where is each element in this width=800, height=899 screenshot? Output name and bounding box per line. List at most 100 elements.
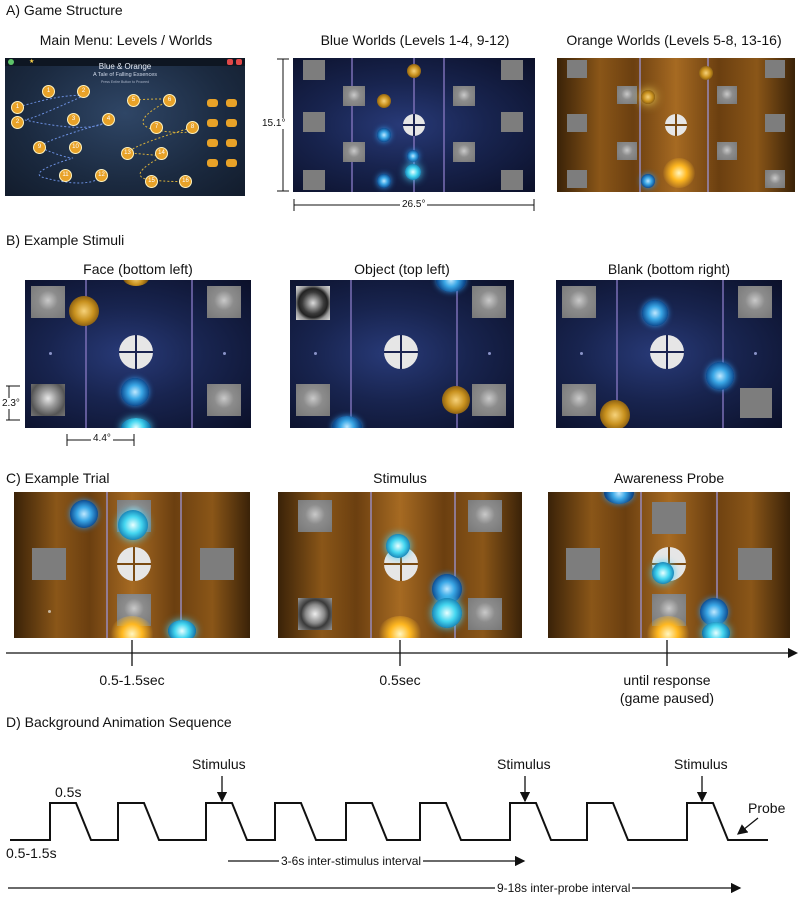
blue-orb (604, 492, 634, 504)
lane-line (191, 280, 193, 428)
placeholder-square (303, 170, 325, 190)
blue-orb (121, 378, 149, 406)
blue-orb (377, 128, 391, 142)
cyan-orb (118, 510, 148, 540)
cyan-orb (386, 534, 410, 558)
level-pin-11[interactable]: 11 (59, 169, 72, 182)
menu-side-pin-1[interactable]: 1 (11, 101, 24, 114)
caption-object: Object (top left) (354, 261, 450, 277)
level-pin-7[interactable]: 7 (150, 121, 163, 134)
section-b-title: B) Example Stimuli (6, 232, 125, 248)
fixation-cross (403, 114, 425, 136)
menu-close-icon[interactable] (227, 59, 233, 65)
menu-title: Blue & Orange (98, 62, 152, 71)
placeholder-square (738, 548, 772, 580)
level-pin-8[interactable]: 8 (186, 121, 199, 134)
placeholder-square (32, 548, 66, 580)
level-pin-1[interactable]: 1 (42, 85, 55, 98)
hit-burst (646, 616, 690, 638)
level-pin-4[interactable]: 4 (102, 113, 115, 126)
noise-image (207, 384, 241, 416)
noise-image (453, 86, 475, 106)
noise-image (343, 142, 365, 162)
lane-line (640, 492, 642, 638)
caption-main-menu: Main Menu: Levels / Worlds (39, 32, 213, 48)
caption-awareness-probe: Awareness Probe (613, 470, 725, 486)
blue-orb (407, 150, 419, 162)
yellow-orb (442, 386, 470, 414)
world-button-r6[interactable] (226, 139, 237, 147)
yellow-orb (69, 296, 99, 326)
placeholder-square (567, 170, 587, 188)
blue-orb (642, 300, 668, 326)
world-button-r7[interactable] (207, 159, 218, 167)
menu-side-pin-2[interactable]: 2 (11, 116, 24, 129)
level-pin-16[interactable]: 16 (179, 175, 192, 188)
blue-orb (332, 416, 362, 428)
noise-image (472, 384, 506, 416)
world-button-r2[interactable] (226, 99, 237, 107)
noise-image (717, 142, 737, 160)
noise-image (453, 142, 475, 162)
world-button-r5[interactable] (207, 139, 218, 147)
world-button-r4[interactable] (226, 119, 237, 127)
level-pin-15[interactable]: 15 (145, 175, 158, 188)
noise-image (562, 384, 596, 416)
hit-burst (378, 616, 422, 638)
main-menu-panel: ★ Blue & Orange A Tale of Falling Essenc… (5, 58, 245, 196)
noise-image (343, 86, 365, 106)
placeholder-square (501, 60, 523, 80)
menu-instruction: Press Entire Button to Proceed (100, 80, 150, 84)
noise-image (296, 384, 330, 416)
cyan-orb (121, 418, 151, 428)
noise-image (468, 500, 502, 532)
timing-stimulus: 0.5sec (379, 672, 421, 688)
section-d-title: D) Background Animation Sequence (6, 714, 232, 730)
level-pin-2[interactable]: 2 (77, 85, 90, 98)
world-button-r8[interactable] (226, 159, 237, 167)
level-pin-3[interactable]: 3 (67, 113, 80, 126)
label-probe: Probe (748, 800, 786, 816)
level-pin-10[interactable]: 10 (69, 141, 82, 154)
lane-line (707, 58, 709, 192)
label-stimulus-3: Stimulus (674, 756, 728, 772)
position-dot (580, 352, 583, 355)
fixation-cross (665, 114, 687, 136)
lane-line (454, 492, 456, 638)
level-pin-5[interactable]: 5 (127, 94, 140, 107)
cyan-orb (702, 622, 730, 638)
stimulus-height-label: 2.3° (2, 398, 20, 409)
blue-orb (641, 174, 655, 188)
level-paths (14, 95, 192, 184)
placeholder-square (652, 502, 686, 534)
label-isi: 3-6s inter-stimulus interval (279, 854, 424, 868)
menu-settings-icon[interactable] (236, 59, 242, 65)
position-dot (48, 610, 51, 613)
yellow-orb (377, 94, 391, 108)
hit-burst (663, 158, 695, 188)
level-pin-13[interactable]: 13 (121, 147, 134, 160)
lane-line (370, 492, 372, 638)
trial-probe-panel (548, 492, 790, 638)
level-pin-9[interactable]: 9 (33, 141, 46, 154)
basketball-image (296, 286, 330, 320)
cyan-orb (432, 598, 462, 628)
world-button-r3[interactable] (207, 119, 218, 127)
pot-object-image (298, 598, 332, 630)
placeholder-square (567, 114, 587, 132)
blue-orb (700, 598, 728, 626)
level-pin-6[interactable]: 6 (163, 94, 176, 107)
vertical-dimension-label: 15.1° (262, 118, 286, 129)
level-pin-12[interactable]: 12 (95, 169, 108, 182)
blue-orb (377, 174, 391, 188)
fixation-cross (384, 335, 418, 369)
object-stimulus-panel (290, 280, 514, 428)
timing-fixation: 0.5-1.5sec (99, 672, 165, 688)
blue-world-panel (293, 58, 535, 192)
hit-burst (110, 616, 154, 638)
level-pin-14[interactable]: 14 (155, 147, 168, 160)
trial-timeline (6, 640, 798, 666)
world-button-r1[interactable] (207, 99, 218, 107)
cyan-orb (168, 620, 196, 638)
placeholder-square (501, 112, 523, 132)
